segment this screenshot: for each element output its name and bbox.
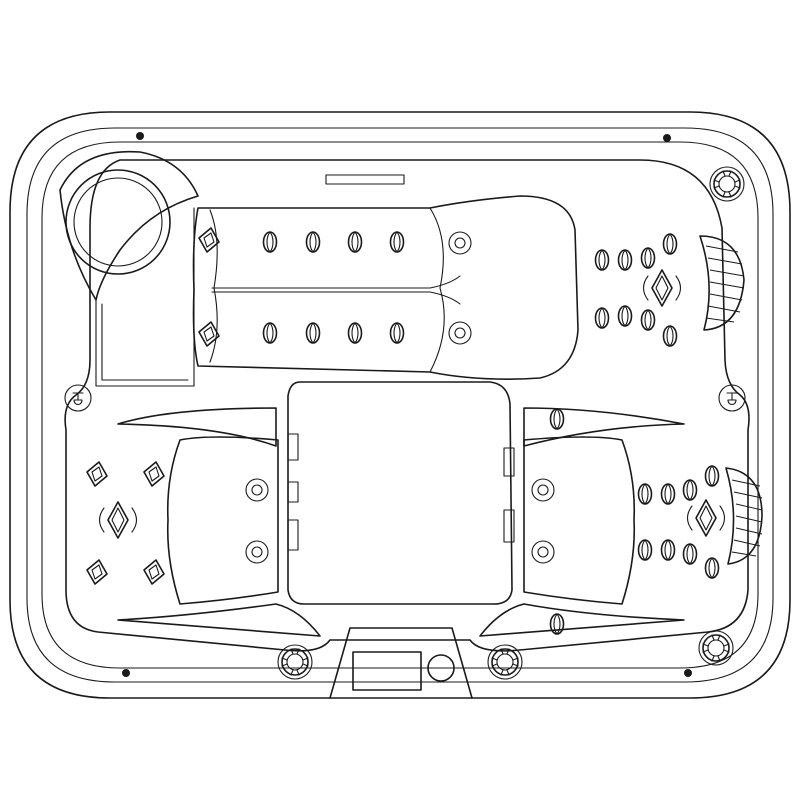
jet-icon xyxy=(640,247,656,269)
jet-icon xyxy=(143,559,165,585)
jet-icon xyxy=(305,322,321,344)
jet-icon xyxy=(640,309,656,331)
basin-outline xyxy=(64,159,750,652)
mounting-hole-icon xyxy=(136,132,144,140)
jet-icon xyxy=(682,543,698,565)
diverter-valve-icon xyxy=(698,630,734,666)
light-icon xyxy=(427,654,455,682)
lounger-left xyxy=(192,195,579,380)
mounting-hole-icon xyxy=(122,669,130,677)
jet-icon xyxy=(617,249,633,271)
jet-icon xyxy=(262,231,278,253)
jet-icon xyxy=(704,465,720,487)
jet-icon xyxy=(660,539,676,561)
swirl-jet-icon xyxy=(642,269,682,307)
diverter-valve-icon xyxy=(709,166,745,202)
rotary-jet-icon xyxy=(448,231,472,255)
control-panel-area xyxy=(329,627,473,699)
jet-icon xyxy=(389,322,405,344)
jet-icon xyxy=(549,408,565,430)
jet-icon xyxy=(389,231,405,253)
jet-icon xyxy=(549,613,565,635)
jet-icon xyxy=(660,483,676,505)
outer-shell xyxy=(9,111,791,699)
pillow-icon xyxy=(725,467,763,565)
jet-icon xyxy=(347,322,363,344)
swirl-jet-icon xyxy=(686,499,726,537)
swirl-jet-icon xyxy=(98,501,138,539)
jet-icon xyxy=(637,483,653,505)
jet-icon xyxy=(305,231,321,253)
mounting-holes xyxy=(122,132,692,677)
left-bench xyxy=(86,407,321,637)
jet-icon xyxy=(262,322,278,344)
cup-holder-icon xyxy=(718,384,746,412)
rotary-jet-icon xyxy=(245,478,269,502)
jet-icon xyxy=(86,559,108,585)
jet-icon xyxy=(662,233,678,255)
mounting-hole-icon xyxy=(663,134,671,142)
jet-icon xyxy=(347,231,363,253)
rotary-jet-icon xyxy=(245,540,269,564)
jet-icon xyxy=(143,461,165,487)
rotary-jet-icon xyxy=(448,321,472,345)
mounting-hole-icon xyxy=(684,669,692,677)
right-upper-jets xyxy=(594,233,682,347)
jet-icon xyxy=(662,325,678,347)
lounger-jets xyxy=(198,227,472,347)
jet-icon xyxy=(704,557,720,579)
skimmer xyxy=(325,174,405,185)
pillow-icon xyxy=(699,235,745,331)
jet-icon xyxy=(682,479,698,501)
rotary-jet-icon xyxy=(531,478,555,502)
right-bench xyxy=(479,407,726,637)
cup-holder-icon xyxy=(64,384,92,412)
jet-icon xyxy=(594,249,610,271)
jet-icon xyxy=(594,307,610,329)
jet-icon xyxy=(617,305,633,327)
jet-icon xyxy=(86,461,108,487)
pillow-icon xyxy=(59,150,199,387)
center-seat xyxy=(287,381,515,605)
control-panel-icon xyxy=(352,651,422,691)
rotary-jet-icon xyxy=(531,540,555,564)
jet-icon xyxy=(637,539,653,561)
